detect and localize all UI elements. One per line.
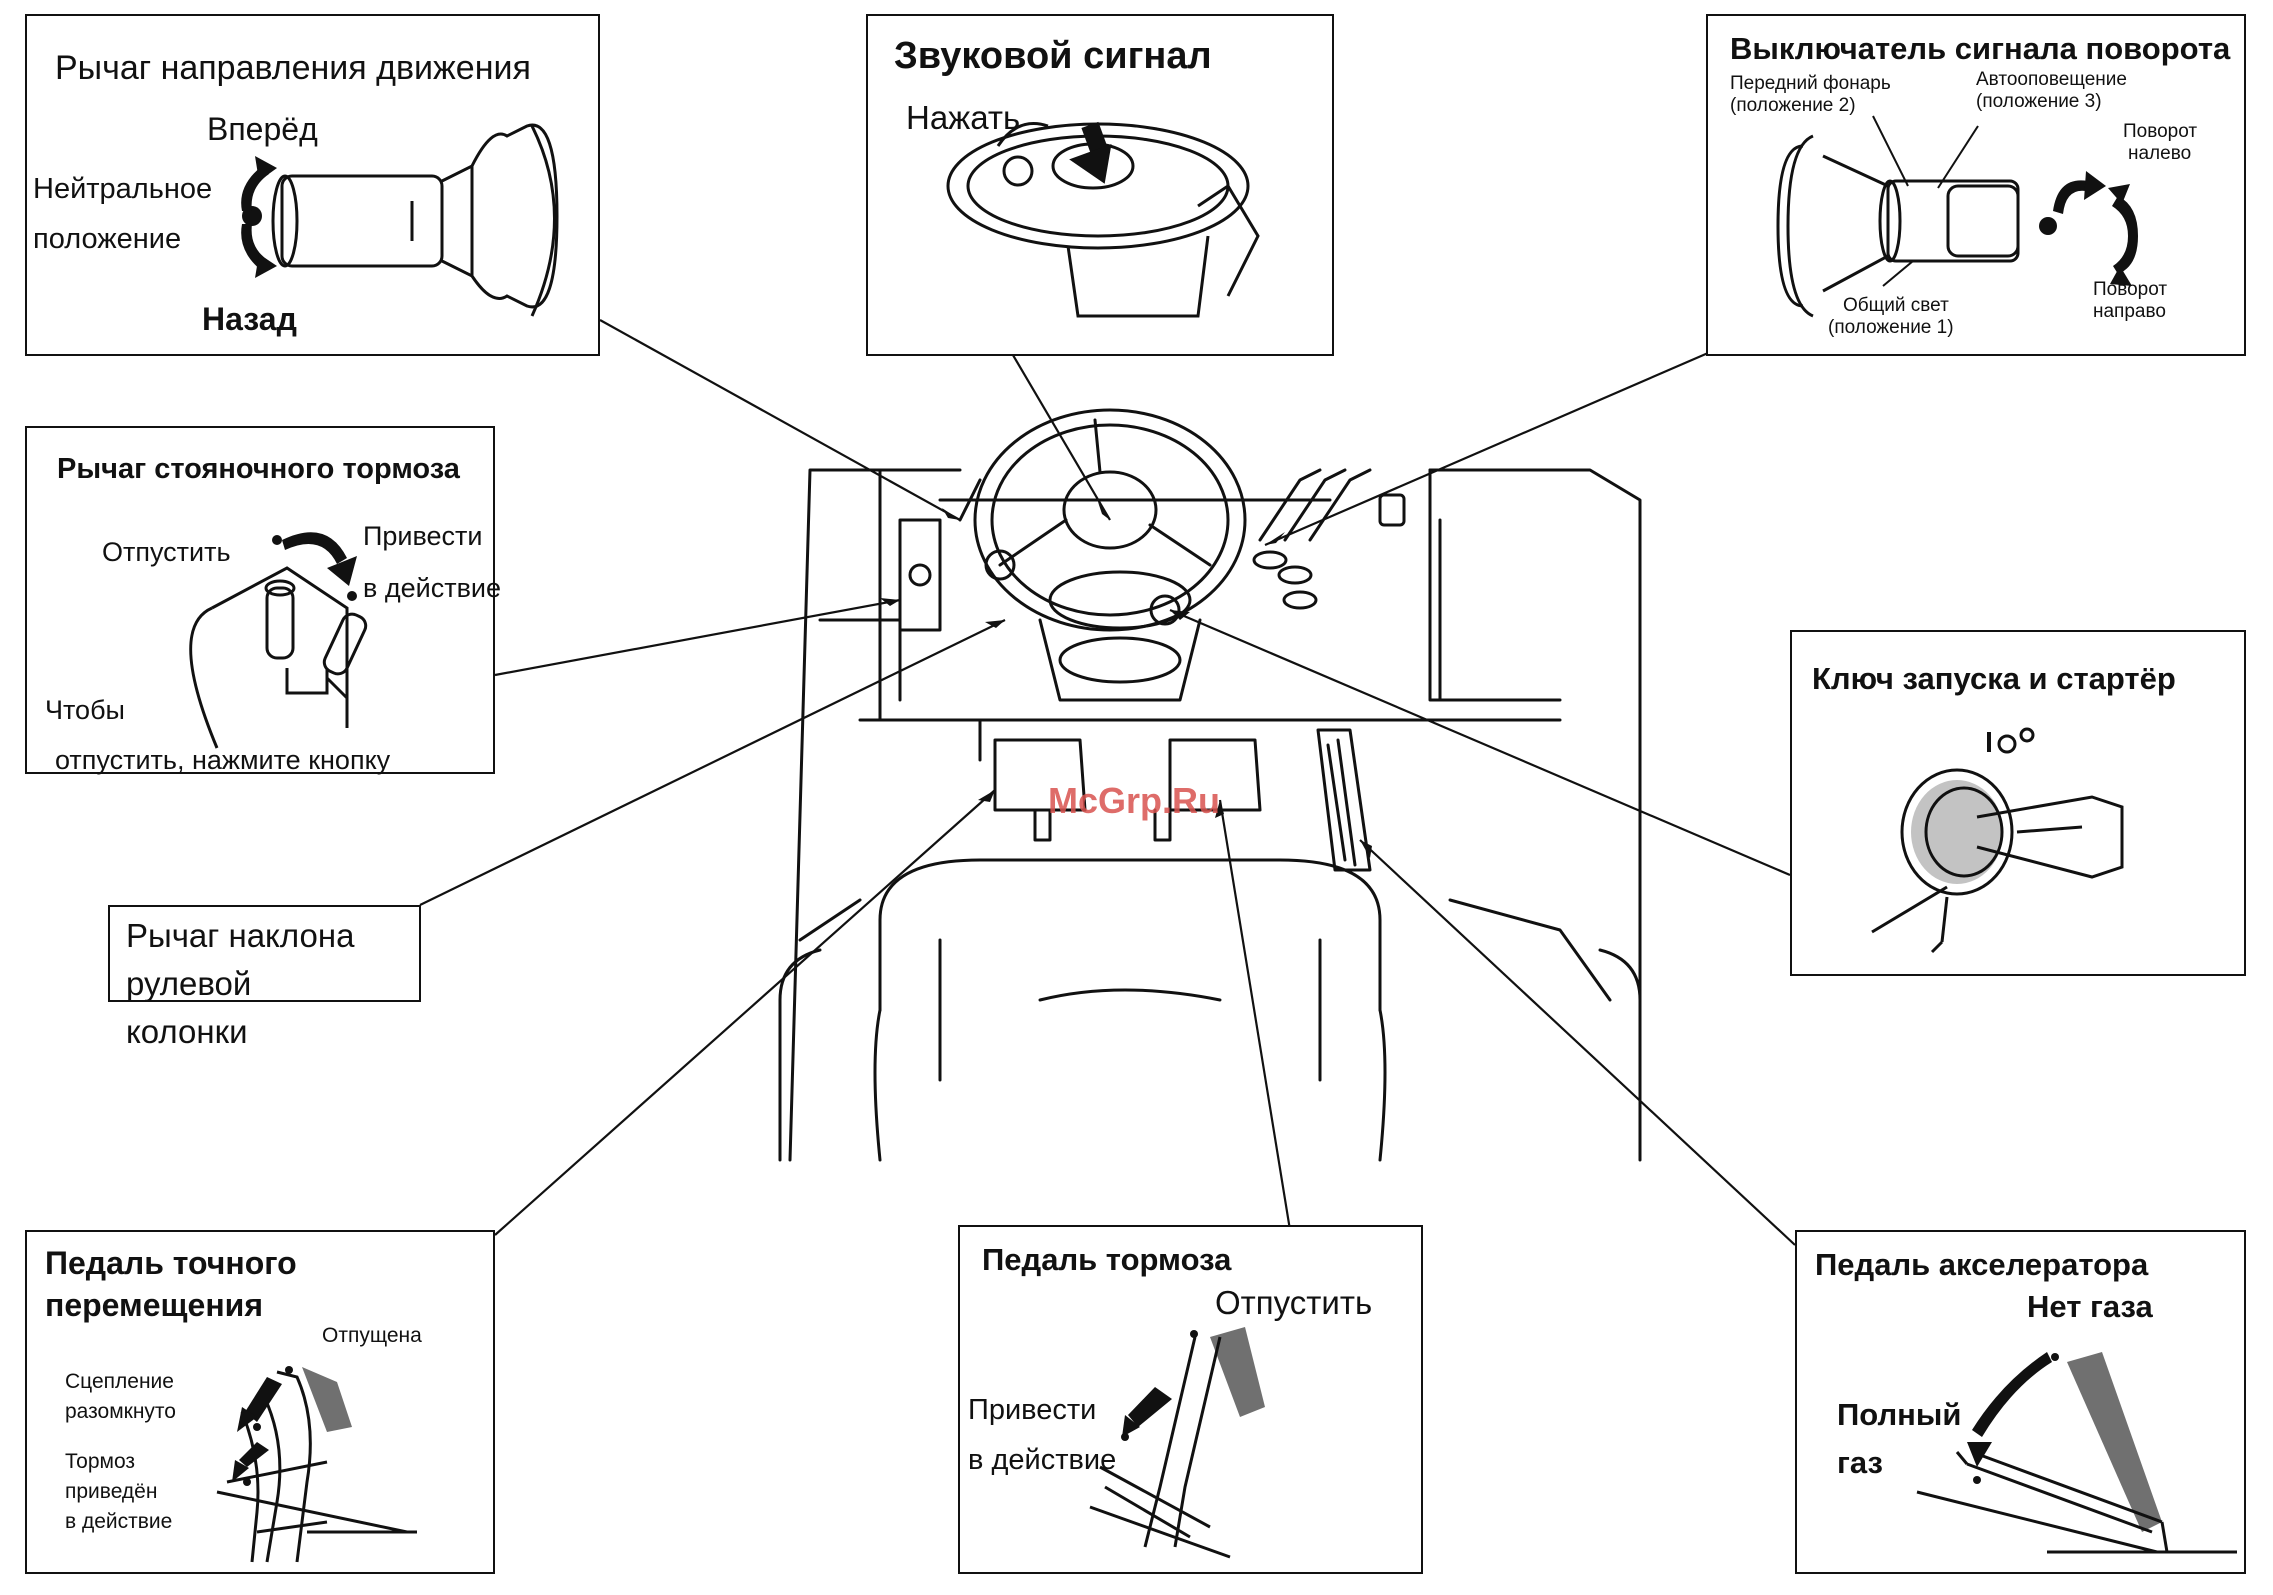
inching-clutch-label-1: Сцепление (65, 1370, 174, 1393)
turn-right-label-2: направо (2093, 301, 2166, 322)
direction-neutral-label-1: Нейтральное (33, 173, 213, 205)
turn-left-label-2: налево (2128, 143, 2192, 164)
parking-release-label: Отпустить (102, 537, 231, 567)
brake-pedal-title: Педаль тормоза (982, 1242, 1232, 1277)
direction-lever-box: Рычаг направления движения Вперёд Нейтра… (25, 14, 600, 356)
inching-brake-label-3: в действие (65, 1510, 173, 1533)
ignition-title: Ключ запуска и стартёр (1812, 661, 2176, 696)
turn-right-label-1: Поворот (2093, 279, 2168, 300)
turn-left-label-1: Поворот (2123, 121, 2198, 142)
tilt-lever-label-2: рулевой (126, 965, 252, 1002)
inching-pedal-drawing (216, 1366, 417, 1563)
front-lamp-label-1: Передний фонарь (1730, 73, 1891, 94)
brake-pedal-drawing (1089, 1327, 1265, 1559)
direction-neutral-label-2: положение (33, 223, 182, 255)
parking-apply-label-1: Привести (363, 521, 483, 551)
general-light-label-2: (положение 1) (1828, 317, 1954, 338)
accelerator-title: Педаль акселератора (1815, 1247, 2149, 1282)
accelerator-full-label-1: Полный (1837, 1397, 1962, 1432)
accelerator-no-gas-label: Нет газа (2027, 1289, 2153, 1324)
parking-brake-title: Рычаг стояночного тормоза (57, 453, 460, 485)
horn-drawing (946, 121, 1260, 318)
inching-title-2: перемещения (45, 1287, 263, 1323)
inching-released-label: Отпущена (322, 1324, 422, 1347)
parking-apply-label-2: в действие (363, 573, 502, 603)
tilt-lever-box (108, 905, 421, 1002)
inching-pedal-box: Педаль точного перемещения Отпущена Сцеп… (25, 1230, 495, 1574)
ignition-box: Ключ запуска и стартёр (1790, 630, 2246, 976)
horn-press-label: Нажать (906, 99, 1021, 136)
brake-apply-label-2: в действие (968, 1444, 1117, 1476)
auto-warn-label-2: (положение 3) (1976, 91, 2102, 112)
accelerator-drawing (1916, 1352, 2237, 1554)
brake-pedal-box: Педаль тормоза Отпустить Привести в дейс… (958, 1225, 1423, 1574)
turn-signal-box: Выключатель сигнала поворота Передний фо… (1706, 14, 2246, 356)
horn-title: Звуковой сигнал (894, 35, 1212, 77)
direction-forward-label: Вперёд (207, 111, 318, 147)
direction-lever-drawing (241, 123, 559, 317)
auto-warn-label-1: Автооповещение (1976, 69, 2127, 90)
inching-title-1: Педаль точного (45, 1245, 297, 1281)
accelerator-box: Педаль акселератора Нет газа Полный газ (1795, 1230, 2246, 1574)
direction-lever-title: Рычаг направления движения (55, 49, 531, 87)
tilt-lever-label-1: Рычаг наклона (126, 917, 355, 954)
tilt-lever-label-3: колонки (126, 1013, 248, 1050)
turn-signal-title: Выключатель сигнала поворота (1730, 31, 2231, 66)
parking-brake-drawing (189, 532, 368, 749)
brake-apply-label-1: Привести (968, 1394, 1097, 1426)
general-light-label-1: Общий свет (1843, 295, 1949, 316)
inching-brake-label-2: приведён (65, 1480, 158, 1503)
accelerator-full-label-2: газ (1837, 1445, 1883, 1480)
front-lamp-label-2: (положение 2) (1730, 95, 1856, 116)
ignition-drawing (1871, 727, 2124, 954)
horn-box: Звуковой сигнал Нажать (866, 14, 1334, 356)
direction-reverse-label: Назад (202, 301, 297, 337)
parking-note-label-1: Чтобы (45, 695, 125, 725)
parking-brake-box: Рычаг стояночного тормоза Отпустить Прив… (25, 426, 501, 775)
brake-release-label: Отпустить (1215, 1284, 1373, 1321)
inching-brake-label-1: Тормоз (65, 1450, 136, 1473)
turn-signal-drawing (1776, 115, 2138, 318)
parking-note-label-2: отпустить, нажмите кнопку (55, 745, 391, 775)
inching-clutch-label-2: разомкнуто (65, 1400, 176, 1423)
watermark-text: McGrp.Ru (1048, 780, 1221, 821)
